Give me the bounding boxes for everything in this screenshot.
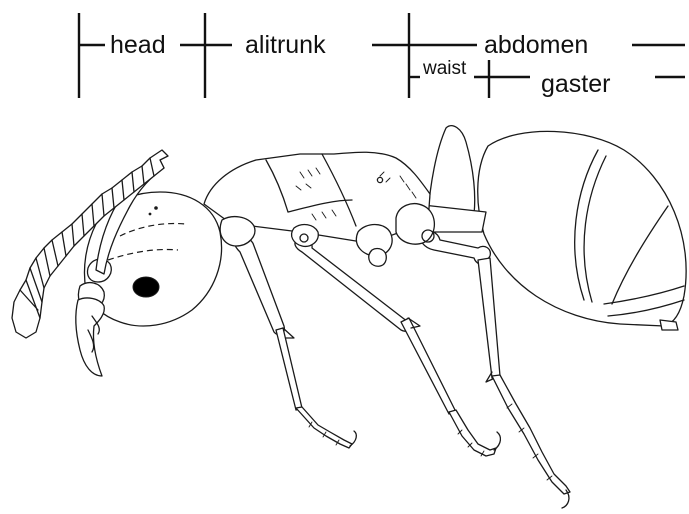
waist-label: waist xyxy=(422,58,467,79)
middle-leg-claw xyxy=(494,432,500,450)
middle-coxa xyxy=(292,225,319,247)
postpetiole-lobe xyxy=(396,204,434,245)
alitrunk-label: alitrunk xyxy=(245,31,326,59)
middle-leg-tibia xyxy=(401,318,455,414)
hind-coxa-lobe xyxy=(369,248,387,266)
front-leg-femur xyxy=(235,238,285,335)
gaster-tip xyxy=(660,320,678,330)
front-leg-tarsus xyxy=(296,407,352,448)
gaster-label: gaster xyxy=(541,70,610,98)
mandible xyxy=(76,298,104,376)
hind-leg-tibia xyxy=(478,258,500,378)
middle-leg-femur xyxy=(295,238,410,331)
head-drawing xyxy=(12,150,222,376)
ocellus xyxy=(154,206,158,210)
hind-leg-tarsus xyxy=(492,375,570,494)
head-label: head xyxy=(110,31,166,59)
front-coxa xyxy=(220,217,255,246)
front-leg-tibia xyxy=(276,328,302,410)
ocellus-2 xyxy=(149,213,152,216)
ant-illustration xyxy=(12,126,686,508)
middle-leg-tarsus xyxy=(449,410,496,456)
compound-eye xyxy=(133,277,159,297)
abdomen-label: abdomen xyxy=(484,31,588,59)
gaster-drawing xyxy=(478,131,686,330)
gaster-outline xyxy=(478,131,686,326)
